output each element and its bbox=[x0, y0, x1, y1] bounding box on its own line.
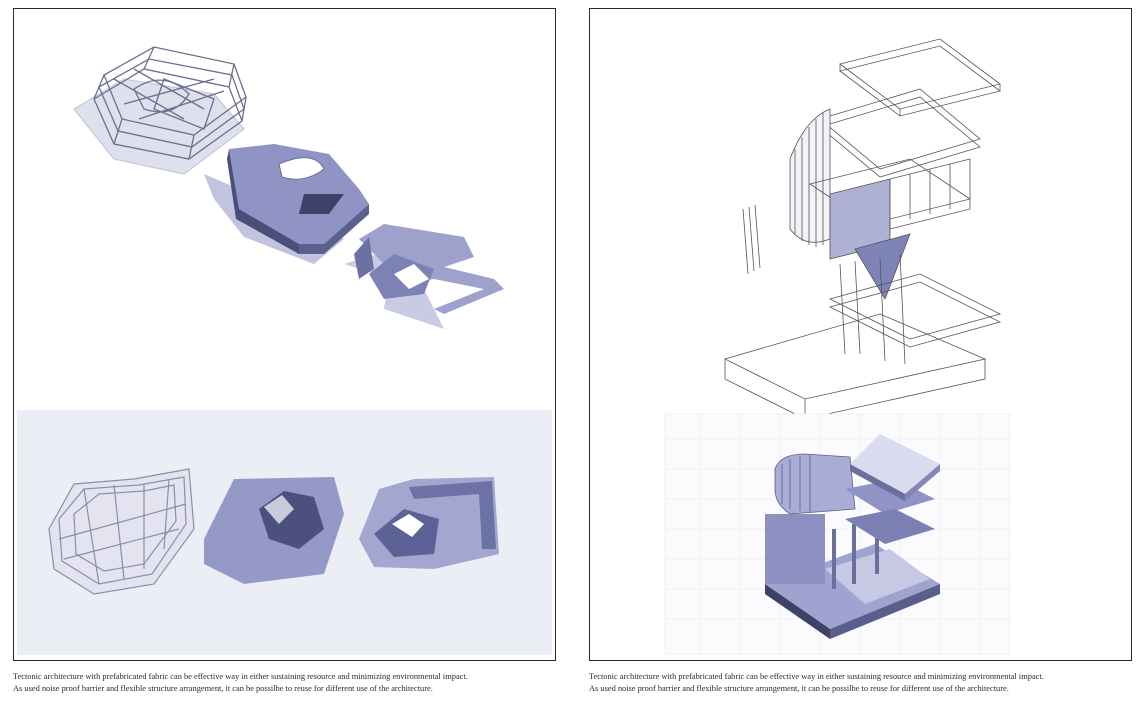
steel-frame-model bbox=[73, 46, 247, 175]
left-caption-line1: Tectonic architecture with prefabricated… bbox=[13, 672, 468, 681]
folded-plate-model bbox=[344, 224, 504, 329]
exploded-line-drawing bbox=[723, 38, 1002, 420]
tower-axonometric-illustration bbox=[664, 38, 1011, 655]
solid-slab-model bbox=[204, 144, 369, 264]
right-plate bbox=[589, 8, 1132, 661]
tower-render bbox=[765, 434, 940, 639]
exploded-axonometric-illustration bbox=[48, 46, 504, 595]
frame-model-render bbox=[48, 468, 195, 595]
left-caption: Tectonic architecture with prefabricated… bbox=[13, 671, 468, 695]
right-caption-line1: Tectonic architecture with prefabricated… bbox=[589, 672, 1044, 681]
plate-model-render bbox=[359, 477, 499, 569]
slab-model-render bbox=[204, 477, 344, 584]
left-caption-line2: As used noise proof barrier and flexible… bbox=[13, 684, 433, 693]
left-plate bbox=[13, 8, 556, 661]
right-caption-line2: As used noise proof barrier and flexible… bbox=[589, 684, 1009, 693]
right-caption: Tectonic architecture with prefabricated… bbox=[589, 671, 1044, 695]
